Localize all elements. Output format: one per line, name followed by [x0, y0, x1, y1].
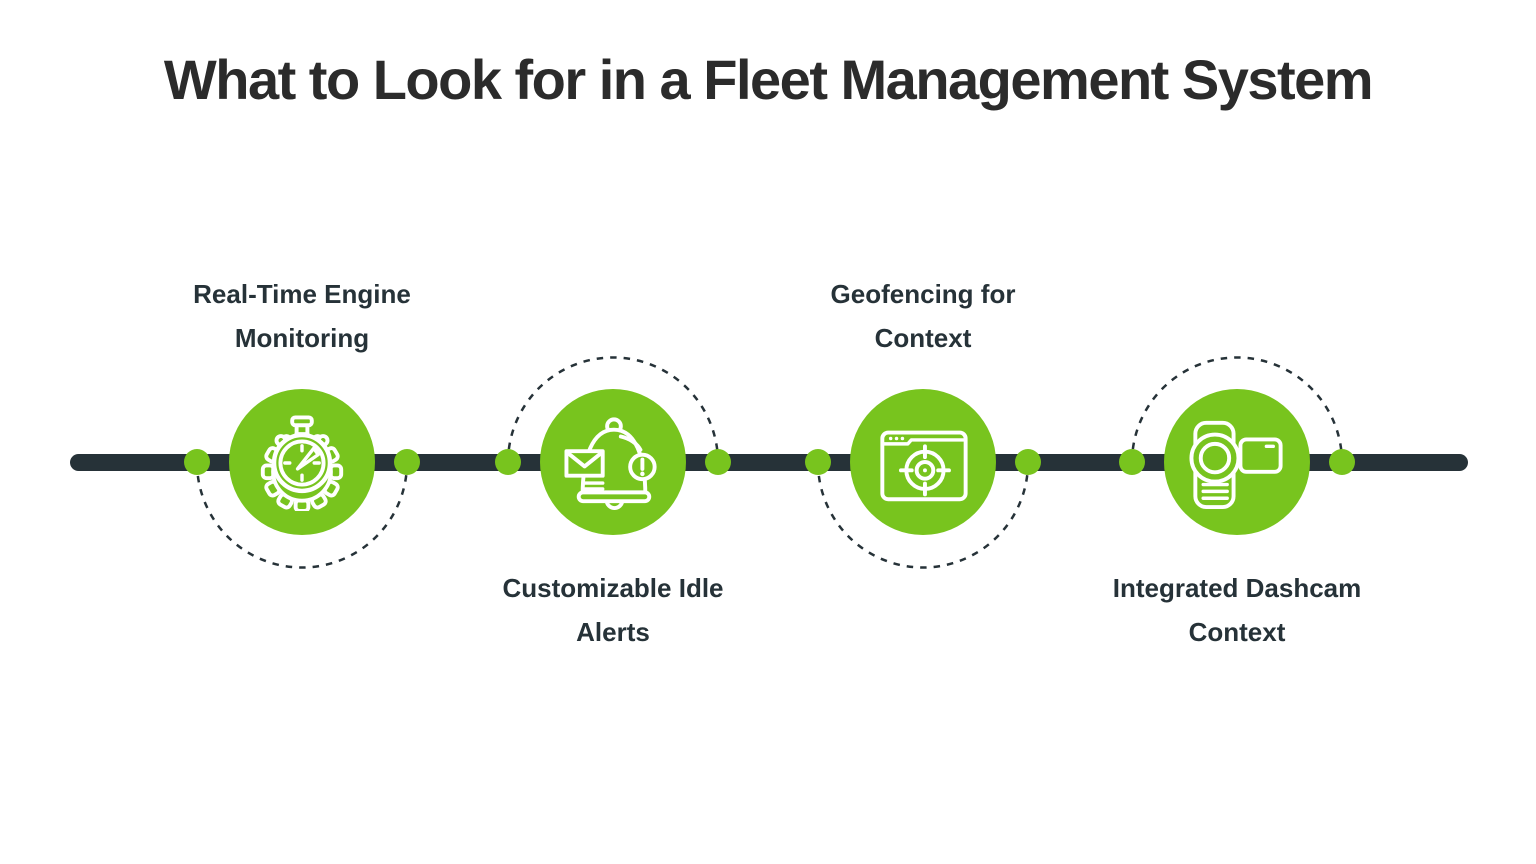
timeline-node-dot [1015, 449, 1041, 475]
timeline-node-dot [805, 449, 831, 475]
dashed-arc [506, 355, 720, 463]
bell-envelope-alert-icon [564, 417, 657, 510]
step-circle [540, 389, 686, 535]
timeline-item-engine-monitoring: Real-Time Engine Monitoring [142, 0, 462, 864]
step-circle [1164, 389, 1310, 535]
timeline-item-dashcam: Integrated Dashcam Context [1077, 0, 1397, 864]
timeline-node-dot [705, 449, 731, 475]
page-title: What to Look for in a Fleet Management S… [163, 48, 1374, 111]
timeline-item-idle-alerts: Customizable Idle Alerts [453, 0, 773, 864]
dashed-arc [195, 461, 409, 569]
timeline-node-dot [1329, 449, 1355, 475]
item-label: Customizable Idle Alerts [502, 573, 724, 647]
step-circle [229, 389, 375, 535]
timeline-node-dot [394, 449, 420, 475]
timeline-item-geofencing: Geofencing for Context [763, 0, 1083, 864]
item-label: Integrated Dashcam Context [1112, 573, 1362, 647]
step-circle [850, 389, 996, 535]
item-label: Geofencing for Context [830, 279, 1016, 353]
dashed-arc [816, 461, 1030, 569]
dashed-arc [1130, 355, 1344, 463]
browser-geofence-target-icon [880, 430, 968, 502]
timeline-node-dot [1119, 449, 1145, 475]
stopwatch-gear-icon [260, 415, 344, 511]
timeline-node-dot [495, 449, 521, 475]
item-label: Real-Time Engine Monitoring [193, 279, 411, 353]
dashcam-camcorder-icon [1189, 420, 1283, 510]
timeline-node-dot [184, 449, 210, 475]
